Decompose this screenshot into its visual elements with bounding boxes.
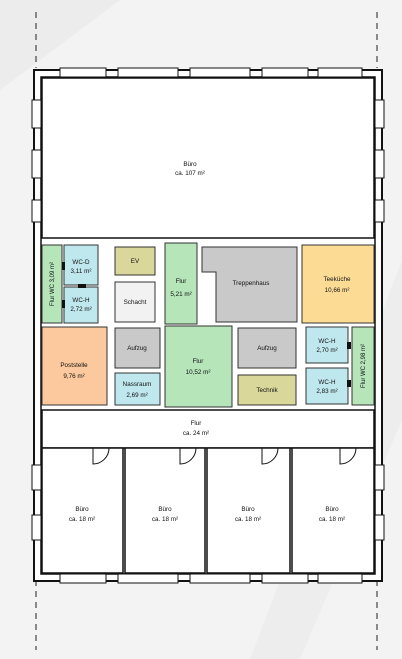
room-technik: [237, 374, 297, 406]
room-buero-2: [124, 447, 206, 574]
window-mark: [317, 67, 363, 78]
room-aufzug-right: [237, 327, 297, 369]
door-swing: [339, 447, 357, 465]
window-mark: [31, 464, 42, 491]
room-wc-d: [63, 244, 99, 286]
room-buero-top: [41, 77, 375, 239]
room-wc-h-right-2: [305, 367, 349, 405]
area-wc-h-right-1: 2,70 m²: [316, 347, 337, 354]
room-flur-wc-left: [41, 244, 63, 324]
room-flur-small: [164, 242, 198, 325]
window-mark: [261, 67, 309, 78]
label-aufzug-right: Aufzug: [257, 345, 277, 352]
doors: [92, 447, 357, 465]
window-mark: [31, 149, 42, 179]
door-swing: [261, 447, 279, 465]
label-flur-wc-left: Flur WC 3,09 m²: [50, 262, 56, 306]
label-flur-small: Flur: [176, 278, 187, 285]
window-mark: [31, 514, 42, 541]
window-mark: [117, 67, 179, 78]
label-buero-top: Büro: [183, 161, 197, 168]
label-buero-4: Büro: [325, 506, 339, 513]
window-mark: [189, 573, 251, 584]
area-buero-3: ca. 18 m²: [235, 516, 261, 523]
room-poststelle: [41, 326, 108, 406]
window-mark: [374, 464, 385, 491]
window-mark: [374, 514, 385, 541]
room-wc-h-right-1: [305, 326, 349, 364]
window-mark: [31, 199, 42, 223]
window-mark: [374, 149, 385, 179]
room-buero-1: [41, 447, 124, 574]
label-wc-h-right-1: WC-H: [318, 338, 336, 345]
label-treppenhaus: Treppenhaus: [233, 280, 270, 287]
window-mark: [374, 99, 385, 129]
door-swing: [179, 447, 197, 465]
axis-lines: [35, 12, 378, 650]
area-teekueche: 10,66 m²: [325, 287, 350, 294]
label-teekueche: Teeküche: [324, 276, 351, 283]
area-flur-center: 10,52 m²: [186, 369, 211, 376]
room-buero-4: [291, 447, 375, 574]
area-flur-small: 5,21 m²: [170, 291, 191, 298]
room-aufzug-left: [114, 327, 161, 369]
area-buero-1: ca. 18 m²: [69, 516, 95, 523]
area-flur-corridor: ca. 24 m²: [183, 430, 209, 437]
wall-mark: [62, 262, 65, 270]
wall-marks: [62, 262, 351, 387]
window-mark: [317, 573, 363, 584]
room-wc-h-left: [63, 286, 99, 324]
window-mark: [117, 573, 179, 584]
label-flur-corridor: Flur: [191, 420, 202, 427]
room-flur-wc-right: [351, 326, 375, 406]
wall-mark: [347, 380, 351, 387]
label-wc-d: WC-D: [72, 259, 90, 266]
room-nassraum: [114, 372, 161, 406]
label-aufzug-left: Aufzug: [127, 345, 147, 352]
label-poststelle: Poststelle: [60, 362, 88, 369]
room-schacht: [114, 281, 156, 323]
window-mark: [31, 99, 42, 129]
label-buero-1: Büro: [75, 506, 89, 513]
window-mark: [59, 67, 107, 78]
label-buero-3: Büro: [241, 506, 255, 513]
door-swing: [92, 447, 110, 465]
room-buero-3: [206, 447, 291, 574]
area-buero-top: ca. 107 m²: [175, 170, 205, 177]
label-flur-wc-right: Flur WC 2,98 m²: [361, 344, 367, 388]
window-mark: [59, 573, 107, 584]
room-treppenhaus: [201, 246, 298, 323]
area-buero-4: ca. 18 m²: [319, 516, 345, 523]
label-technik: Technik: [256, 387, 278, 394]
wall-mark: [62, 300, 65, 308]
area-wc-h-right-2: 2,83 m²: [316, 388, 337, 395]
room-flur-center: [164, 325, 233, 408]
room-teekueche: [301, 244, 375, 324]
area-nassraum: 2,69 m²: [126, 392, 147, 399]
label-ev: EV: [131, 258, 140, 265]
window-marks: [31, 67, 385, 584]
wall-mark: [347, 342, 351, 349]
area-buero-2: ca. 18 m²: [152, 516, 178, 523]
room-ev: [114, 246, 156, 276]
label-buero-2: Büro: [158, 506, 172, 513]
label-schacht: Schacht: [124, 299, 147, 306]
label-wc-h-right-2: WC-H: [318, 379, 336, 386]
label-nassraum: Nassraum: [123, 381, 152, 388]
label-wc-h-left: WC-H: [72, 297, 90, 304]
background-shape: [0, 0, 120, 90]
window-mark: [261, 573, 309, 584]
area-wc-d: 3,11 m²: [71, 268, 92, 275]
area-wc-h-left: 2,72 m²: [70, 306, 91, 313]
room-flur-corridor: [41, 409, 375, 449]
label-flur-center: Flur: [193, 358, 204, 365]
window-mark: [189, 67, 251, 78]
window-mark: [374, 199, 385, 223]
area-poststelle: 9,76 m²: [63, 373, 84, 380]
wall-mark: [78, 284, 86, 288]
